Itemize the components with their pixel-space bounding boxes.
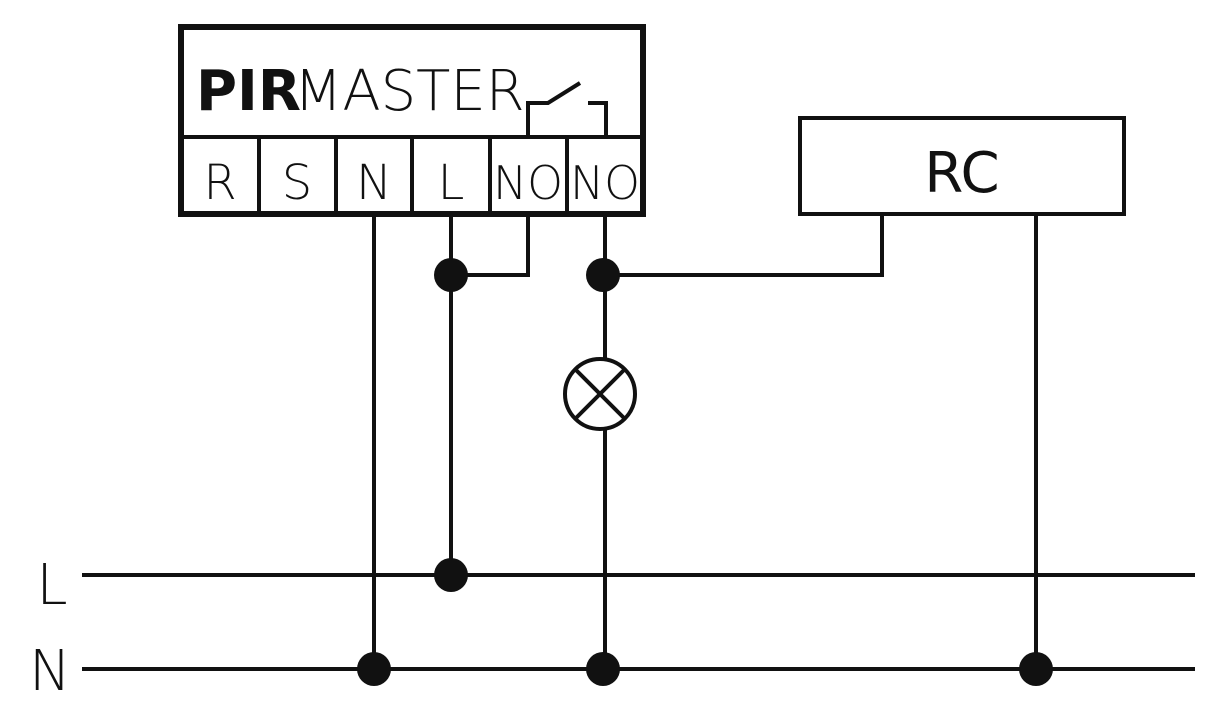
supply-bus: L N xyxy=(29,553,1195,704)
device-title-light: MASTER xyxy=(294,59,525,124)
wire-no2-to-rc xyxy=(605,214,884,277)
junction-dot xyxy=(434,558,468,592)
terminal-label-no-1: NO xyxy=(493,156,563,210)
pir-master-device: PIR MASTER R S N L NO NO xyxy=(178,24,646,217)
neutral-bus-label: N xyxy=(29,639,71,704)
junction-dot xyxy=(357,652,391,686)
lamp-icon xyxy=(563,357,637,431)
junction-dot xyxy=(1019,652,1053,686)
relay-contact-symbol xyxy=(526,81,608,137)
terminal-label-l: L xyxy=(438,155,465,211)
wires xyxy=(372,214,1038,669)
terminal-label-r: R xyxy=(203,155,236,211)
wire-no1-to-l xyxy=(451,214,530,277)
junction-dot xyxy=(586,652,620,686)
rc-device: RC xyxy=(798,116,1126,216)
rc-label: RC xyxy=(924,141,999,206)
rc-outline xyxy=(798,116,1126,216)
junction-dot xyxy=(586,258,620,292)
line-bus-label: L xyxy=(36,553,67,618)
junction-dots xyxy=(357,258,1053,686)
device-title-bold: PIR xyxy=(196,59,301,124)
terminal-label-n: N xyxy=(356,155,392,211)
junction-dot xyxy=(434,258,468,292)
terminal-label-s: S xyxy=(282,155,312,211)
terminal-label-no-2: NO xyxy=(570,156,640,210)
